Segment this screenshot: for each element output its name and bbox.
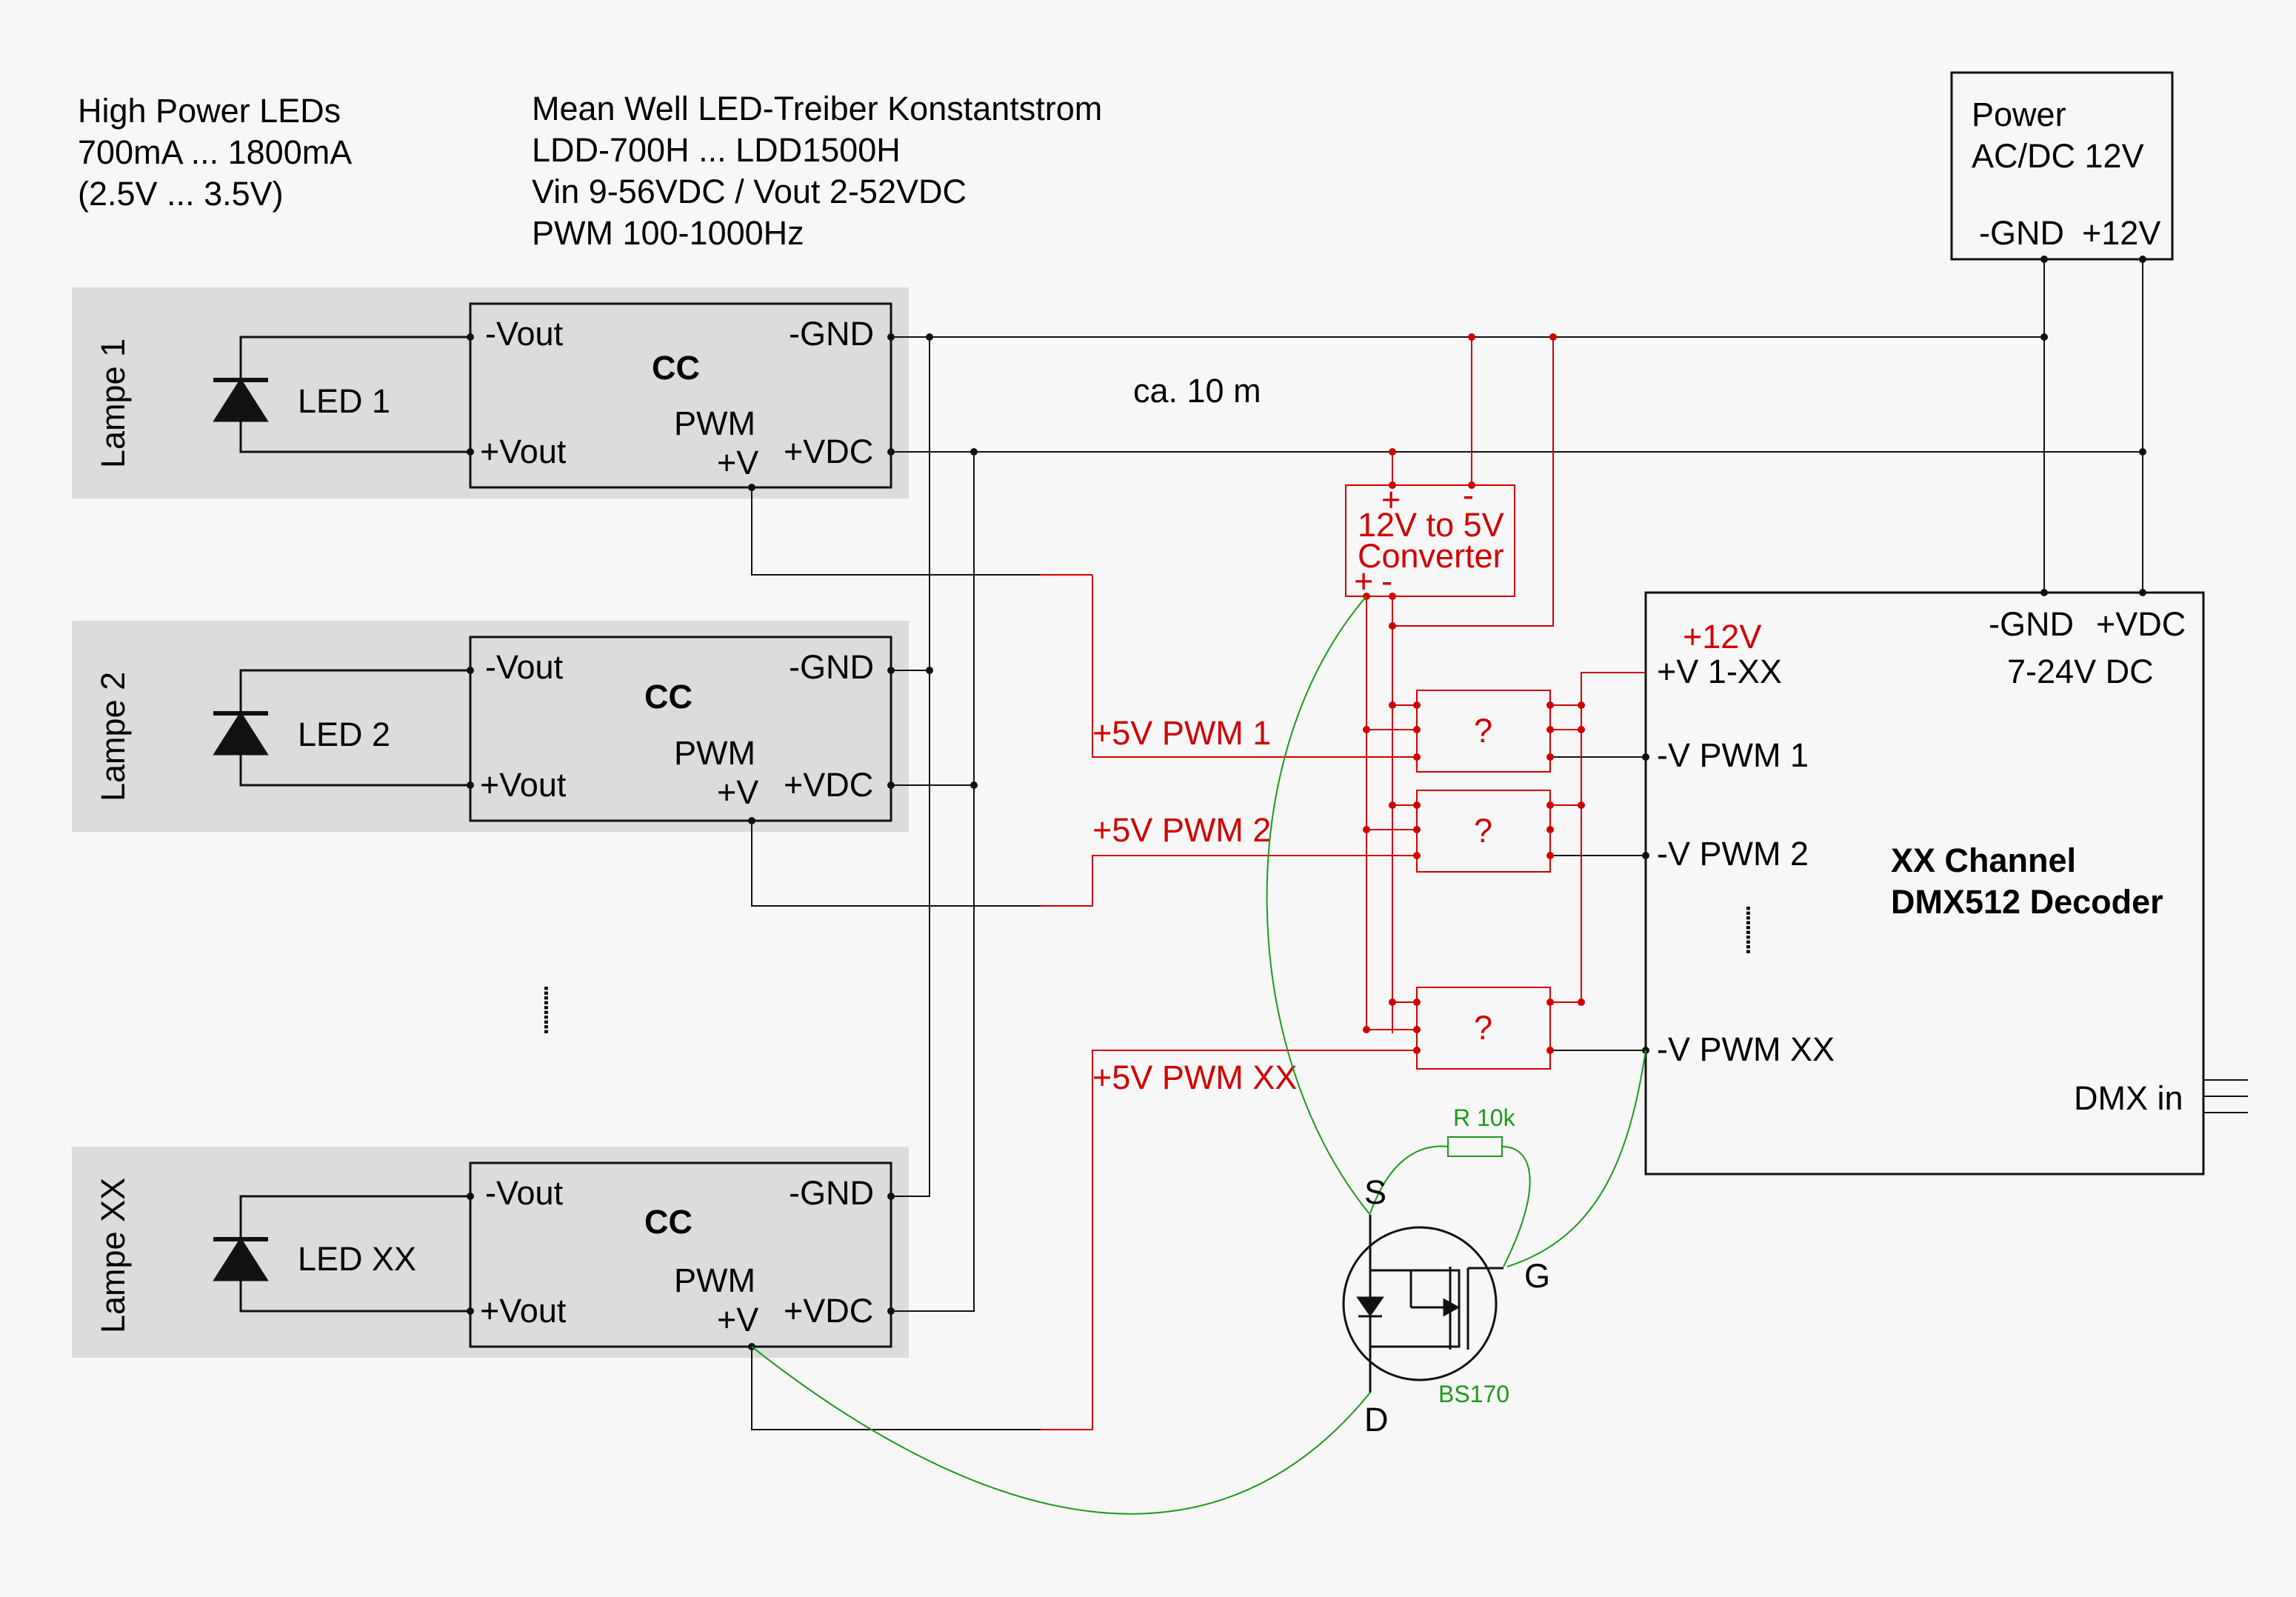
led-xx-diode-icon xyxy=(213,1195,470,1313)
converter-box xyxy=(1345,484,1515,597)
driver-xx-gnd: -GND xyxy=(789,1174,874,1212)
mosfet-labels: R 10k S G D BS170 xyxy=(1364,1104,1550,1438)
led-notes: High Power LEDs 700mA ... 1800mA (2.5V .… xyxy=(78,92,352,213)
driver-xx-vout-neg: -Vout xyxy=(485,1174,564,1212)
converter-in-minus: - xyxy=(1463,476,1474,514)
pwm-label-xx: +5V PWM XX xyxy=(1092,1058,1297,1096)
decoder-pwm-2: -V PWM 2 xyxy=(1657,835,1809,873)
decoder-range: 7-24V DC xyxy=(2007,653,2154,690)
resistor-label: R 10k xyxy=(1453,1104,1516,1131)
red-junctions xyxy=(1363,333,1585,1054)
decoder-pwm-1: -V PWM 1 xyxy=(1657,736,1809,774)
pwm-label-2: +5V PWM 2 xyxy=(1092,811,1271,849)
power-supply-box xyxy=(1950,71,2174,261)
driver-xx-vout-pos: +Vout xyxy=(480,1292,567,1330)
driver-xx-box xyxy=(469,1161,892,1348)
driver-2-pwm: PWM xyxy=(674,734,755,772)
decoder-title-1: XX Channel xyxy=(1891,841,2076,879)
driver-1-vout-neg: -Vout xyxy=(485,315,564,353)
mosfet-part-label: BS170 xyxy=(1438,1381,1509,1407)
red-wiring xyxy=(1041,337,1646,1430)
power-supply: Power AC/DC 12V -GND +12V xyxy=(1950,71,2174,261)
decoder-vdc: +VDC xyxy=(2096,605,2186,643)
pwm-label-1: +5V PWM 1 xyxy=(1092,714,1271,752)
driver-xx-vdc: +VDC xyxy=(784,1292,873,1330)
lamp-1-background xyxy=(72,287,909,499)
driver-note-line-3: Vin 9-56VDC / Vout 2-52VDC xyxy=(532,173,967,210)
driver-2-vdc: +VDC xyxy=(784,766,873,804)
power-title: Power xyxy=(1972,96,2066,133)
led-2-label: LED 2 xyxy=(298,716,390,753)
driver-notes: Mean Well LED-Treiber Konstantstrom LDD-… xyxy=(532,90,1102,252)
unknown-box-1-label: ? xyxy=(1474,712,1492,750)
decoder-ellipsis: .......... xyxy=(1739,904,1777,954)
driver-2-gnd: -GND xyxy=(789,648,874,686)
unknown-box-xx-label: ? xyxy=(1474,1009,1492,1047)
decoder-12v-note: +12V xyxy=(1683,618,1761,656)
lamp-xx: Lampe XX LED XX -Vout +Vout CC -GND PWM … xyxy=(72,1147,909,1358)
lamp-xx-background xyxy=(72,1147,909,1358)
decoder-v-in: +V 1-XX xyxy=(1657,653,1782,690)
driver-2-pwm-v: +V xyxy=(717,773,758,811)
led-xx-label: LED XX xyxy=(298,1240,416,1278)
driver-2-vout-pos: +Vout xyxy=(480,766,567,804)
led-2-diode-icon xyxy=(213,669,470,787)
decoder-gnd: -GND xyxy=(1989,605,2074,643)
driver-1-vout-pos: +Vout xyxy=(480,433,567,470)
black-junctions xyxy=(467,256,2146,1350)
driver-1-pwm-v: +V xyxy=(717,444,758,481)
converter-out-plus: + xyxy=(1354,562,1373,600)
lamp-2-label: Lampe 2 xyxy=(94,672,132,801)
led-note-line-2: 700mA ... 1800mA xyxy=(78,133,352,171)
converter-line-2: Converter xyxy=(1358,537,1504,575)
lamp-1: Lampe 1 LED 1 -Vout +Vout CC -GND PWM +V… xyxy=(72,287,909,499)
power-12v: +12V xyxy=(2082,214,2160,252)
converter-line-1: 12V to 5V xyxy=(1358,506,1504,544)
led-1-label: LED 1 xyxy=(298,382,390,420)
driver-1-cc: CC xyxy=(652,349,700,387)
driver-note-line-4: PWM 100-1000Hz xyxy=(532,214,804,252)
driver-2-box xyxy=(469,636,892,822)
driver-note-line-1: Mean Well LED-Treiber Konstantstrom xyxy=(532,90,1102,127)
distance-note: ca. 10 m xyxy=(1133,372,1261,410)
lamp-2-background xyxy=(72,621,909,832)
driver-2-cc: CC xyxy=(644,678,693,716)
led-note-line-1: High Power LEDs xyxy=(78,92,341,130)
driver-1-gnd: -GND xyxy=(789,315,874,353)
mosfet-s-label: S xyxy=(1364,1173,1386,1211)
resistor-10k-icon xyxy=(1447,1136,1503,1157)
mosfet-g-label: G xyxy=(1524,1257,1550,1295)
driver-xx-pwm: PWM xyxy=(674,1261,755,1299)
power-spec: AC/DC 12V xyxy=(1972,137,2144,175)
driver-2-vout-neg: -Vout xyxy=(485,648,564,686)
driver-1-box xyxy=(469,302,892,489)
green-wiring xyxy=(751,596,1646,1515)
driver-1-vdc: +VDC xyxy=(784,433,873,470)
led-note-line-3: (2.5V ... 3.5V) xyxy=(78,175,284,213)
decoder-title-2: DMX512 Decoder xyxy=(1891,883,2163,921)
dmx-decoder: +12V -GND +VDC 7-24V DC +V 1-XX -V PWM 1… xyxy=(1644,591,2205,1176)
lamp-2: Lampe 2 LED 2 -Vout +Vout CC -GND PWM +V… xyxy=(72,621,909,832)
unknown-box-2-label: ? xyxy=(1474,812,1492,850)
mosfet-d-label: D xyxy=(1364,1401,1389,1438)
decoder-box xyxy=(1644,591,2205,1176)
driver-xx-cc: CC xyxy=(644,1203,693,1241)
driver-1-pwm: PWM xyxy=(674,404,755,442)
driver-note-line-2: LDD-700H ... LDD1500H xyxy=(532,131,901,169)
mosfet-bs170-icon xyxy=(1342,1215,1504,1393)
converter-labels: + - 12V to 5V Converter + - xyxy=(1354,476,1504,600)
converter-out-minus: - xyxy=(1381,562,1392,600)
decoder-dmx-in: DMX in xyxy=(2074,1079,2183,1117)
decoder-pwm-xx: -V PWM XX xyxy=(1657,1030,1835,1068)
power-gnd: -GND xyxy=(1979,214,2064,252)
lamp-1-label: Lampe 1 xyxy=(94,339,132,468)
converter-in-plus: + xyxy=(1381,481,1401,519)
lamp-ellipsis: .......... xyxy=(537,984,575,1034)
lamp-xx-label: Lampe XX xyxy=(94,1178,132,1333)
led-1-diode-icon xyxy=(213,336,470,453)
black-wiring xyxy=(751,259,2248,1430)
driver-xx-pwm-v: +V xyxy=(717,1301,758,1338)
